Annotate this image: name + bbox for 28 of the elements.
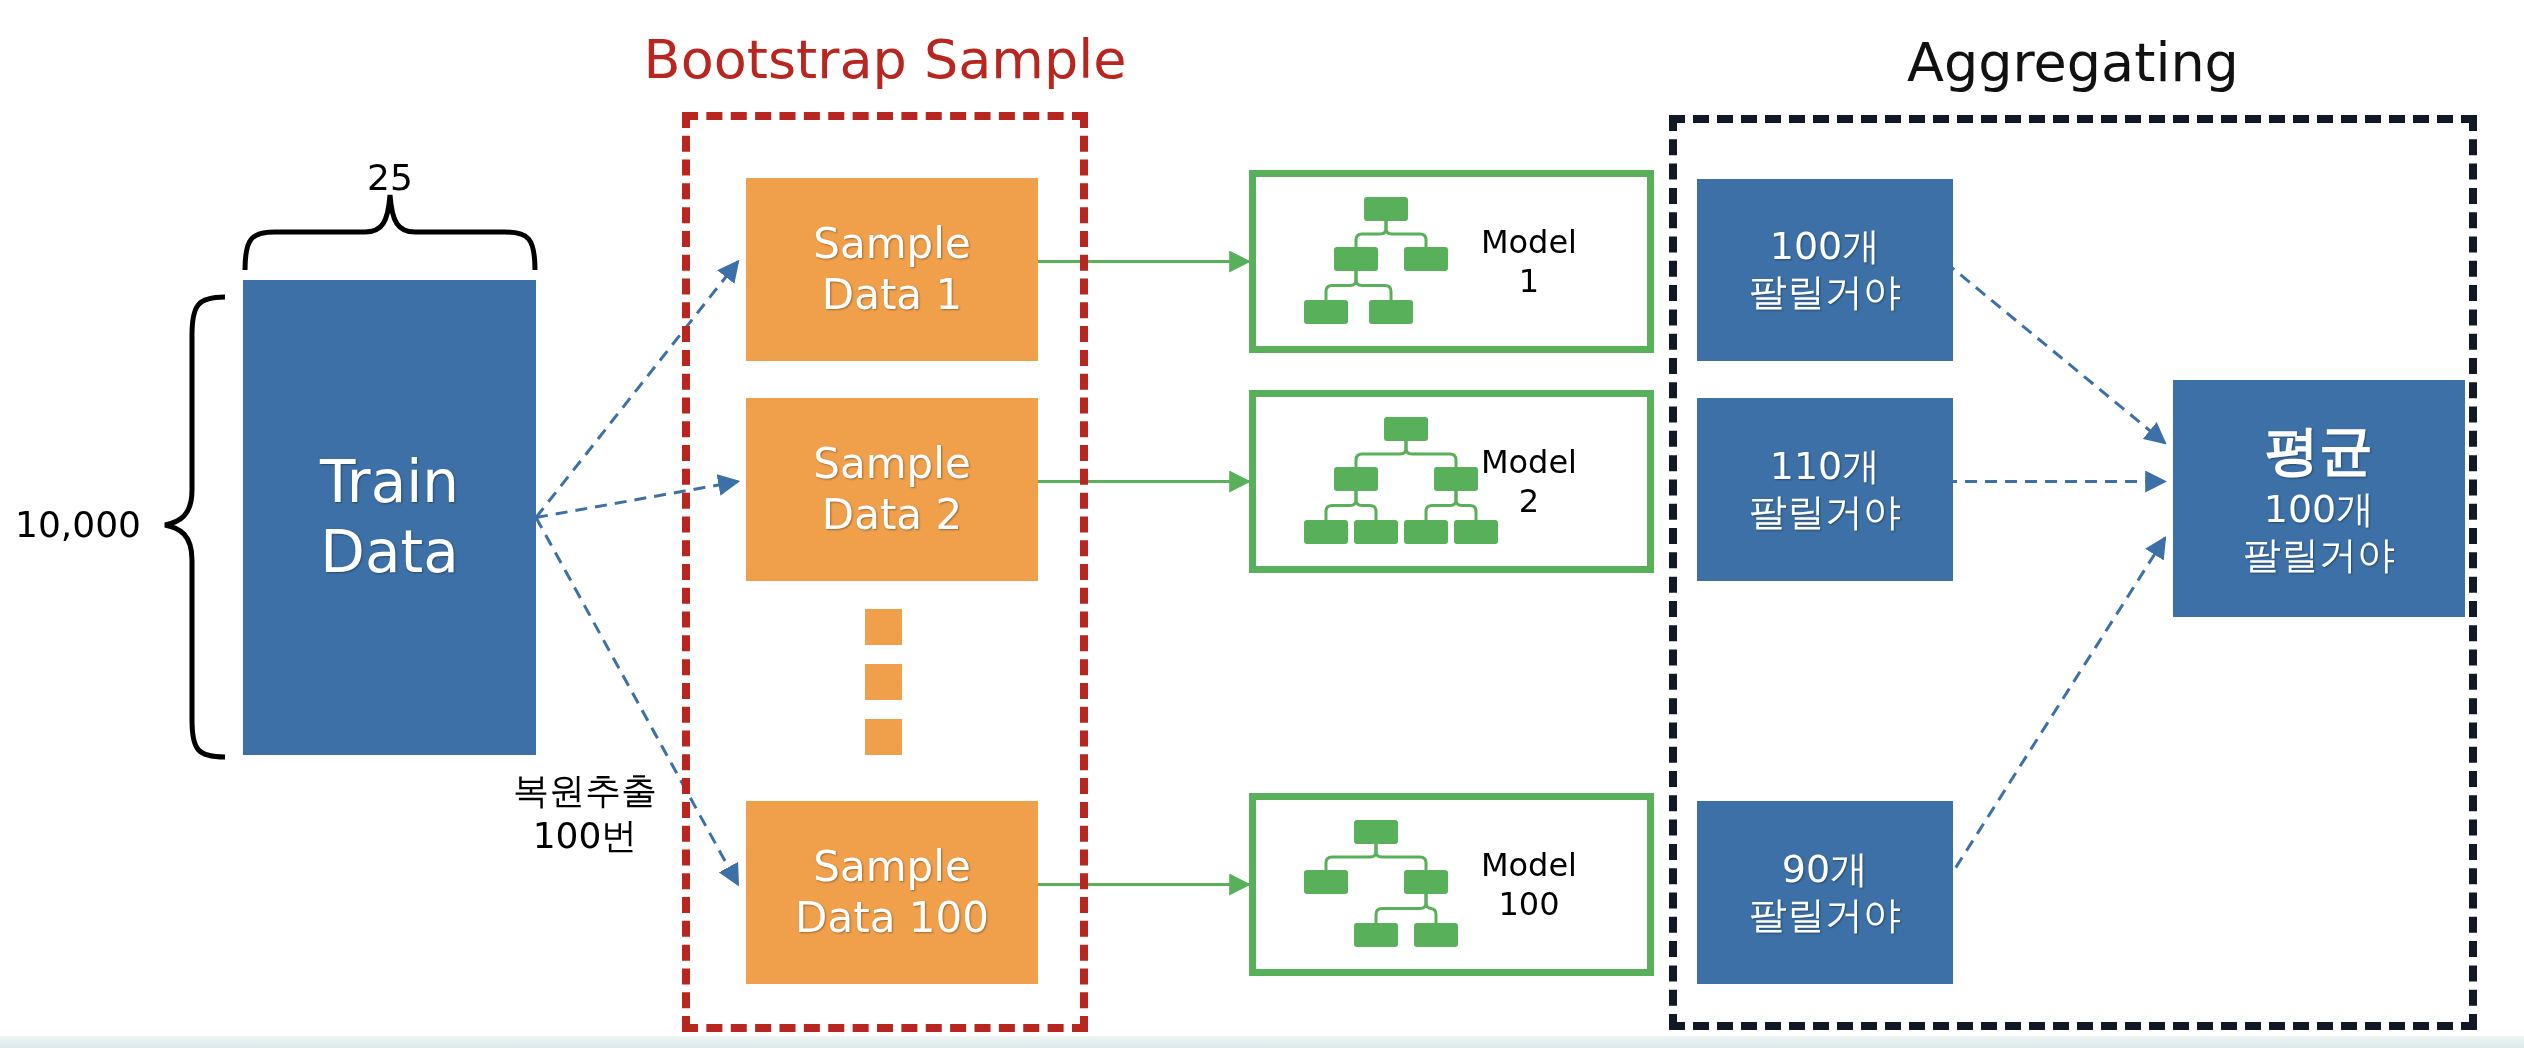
box-label: Model 1 bbox=[1480, 223, 1577, 300]
sample-box bbox=[746, 801, 1038, 984]
model-box bbox=[1249, 793, 1654, 976]
box-label: 110개 팔릴거야 bbox=[1749, 443, 1901, 536]
box-label: Train Data bbox=[319, 447, 460, 588]
sample-box bbox=[746, 398, 1038, 581]
data-box bbox=[243, 280, 536, 755]
dimension-label: 25 bbox=[367, 156, 413, 200]
box-label: Sample Data 100 bbox=[794, 842, 990, 943]
prediction-box bbox=[1697, 398, 1953, 581]
dimension-label: 10,000 bbox=[15, 503, 141, 547]
group-title: Bootstrap Sample bbox=[643, 28, 1127, 91]
box-label: 100개 팔릴거야 bbox=[2243, 487, 2395, 579]
prediction-box bbox=[1697, 179, 1953, 361]
group-title: Aggregating bbox=[1907, 31, 2239, 94]
sample-box bbox=[746, 178, 1038, 361]
box-label: Model 100 bbox=[1480, 846, 1577, 923]
model-box bbox=[1249, 390, 1654, 573]
box-label: Model 2 bbox=[1480, 443, 1577, 520]
box-label: 100개 팔릴거야 bbox=[1749, 224, 1901, 316]
box-label: Sample Data 1 bbox=[812, 219, 972, 320]
box-label: 90개 팔릴거야 bbox=[1749, 846, 1901, 939]
box-heading: 평균 bbox=[2265, 418, 2373, 484]
annotation-text: 복원추출 100번 bbox=[513, 769, 657, 858]
model-box bbox=[1249, 170, 1654, 353]
average-box bbox=[2173, 380, 2465, 617]
box-label: Sample Data 2 bbox=[812, 439, 972, 540]
prediction-box bbox=[1697, 801, 1953, 984]
